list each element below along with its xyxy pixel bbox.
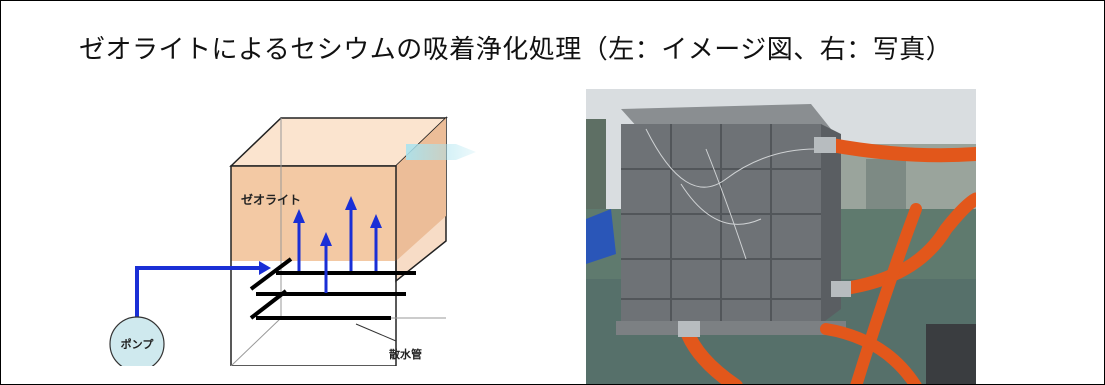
pipe-leader-line	[355, 323, 397, 342]
flow-arrows	[293, 196, 382, 293]
page-title: ゼオライトによるセシウムの吸着浄化処理（左：イメージ図、右：写真）	[79, 35, 953, 65]
pump-label: ポンプ	[121, 337, 155, 351]
zeolite-label: ゼオライト	[241, 192, 301, 207]
zeolite-block	[231, 166, 396, 261]
pipe-label: 散水管	[389, 347, 422, 361]
inflow-pipe	[135, 266, 259, 321]
inflow-arrowhead	[259, 261, 271, 275]
diffuser-pipes	[249, 257, 416, 320]
zeolite-diagram: ゼオライト ポンプ 散水管	[109, 116, 476, 366]
outflow-arrow	[406, 144, 476, 160]
tank-photo	[586, 89, 976, 384]
pump-icon	[109, 316, 165, 366]
zeolite-tank	[616, 104, 846, 335]
